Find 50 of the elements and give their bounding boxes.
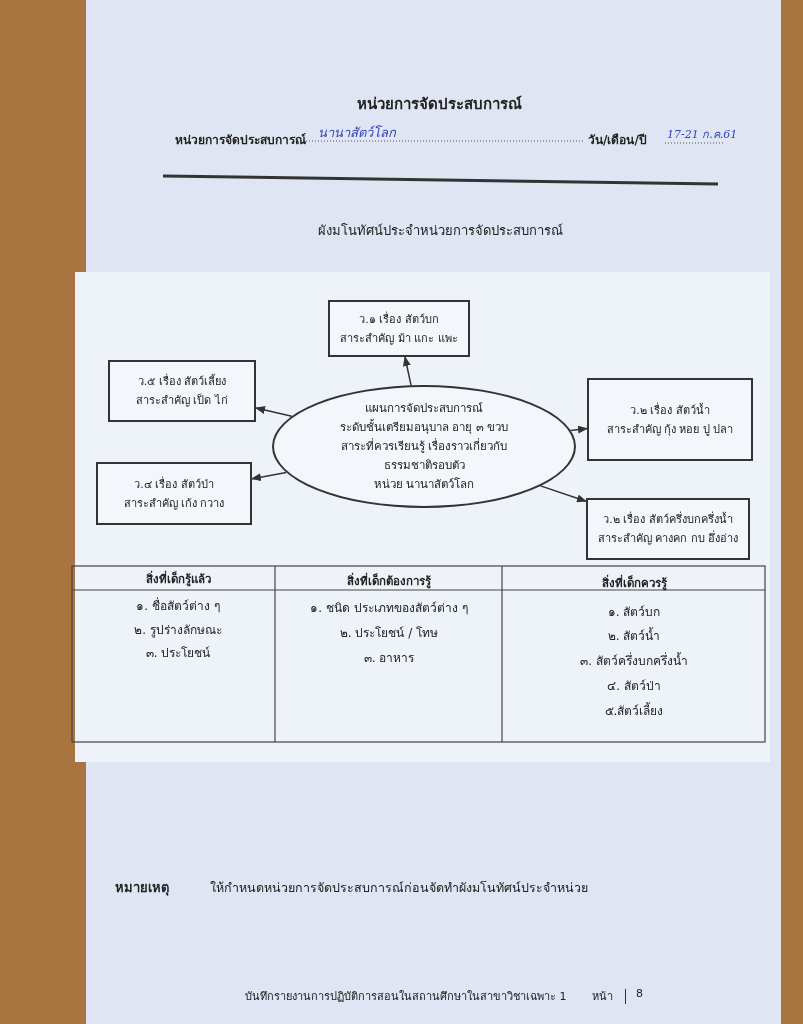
node-text: หน่วย นานาสัตว์โลก xyxy=(373,476,475,493)
table-cell-text: ๒. สัตว์น้ำ xyxy=(607,626,661,645)
node-text: ว.๔ เรื่อง สัตว์ป่า xyxy=(134,475,214,493)
node-text: สาระสำคัญ กุ้ง หอย ปู ปลา xyxy=(606,421,734,438)
arrow xyxy=(255,406,293,417)
node-text: ว.๕ เรื่อง สัตว์เลี้ยง xyxy=(137,372,227,390)
node-text: สาระสำคัญ ม้า แกะ แพะ xyxy=(340,330,458,347)
table-cell-text: ๕.สัตว์เลี้ยง xyxy=(604,701,664,720)
node-text: ว.๒ เรื่อง สัตว์น้ำ xyxy=(630,401,710,419)
form-label: หน่วยการจัดประสบการณ์ xyxy=(175,132,306,149)
table-header: สิ่งที่เด็กรู้แล้ว xyxy=(145,570,211,588)
topic-box xyxy=(328,300,470,357)
handwritten-entry: นานาสัตว์โลก xyxy=(318,124,396,142)
footer-text: หน้า xyxy=(592,989,613,1005)
node-text: ว.๒ เรื่อง สัตว์ครึ่งบกครึ่งน้ำ xyxy=(603,510,733,528)
table-header: สิ่งที่เด็กควรรู้ xyxy=(601,574,667,592)
topic-box xyxy=(96,462,252,525)
node-text: สาระสำคัญ เป็ด ไก่ xyxy=(136,392,228,409)
arrow xyxy=(539,485,587,503)
topic-box xyxy=(587,378,753,461)
table-cell-text: ๓. สัตว์ครึ่งบกครึ่งน้ำ xyxy=(580,651,688,670)
page-title: หน่วยการจัดประสบการณ์ xyxy=(355,94,523,115)
subtitle: ผังมโนทัศน์ประจำหน่วยการจัดประสบการณ์ xyxy=(317,222,563,240)
table-cell-text: ๔. สัตว์ป่า xyxy=(607,678,661,695)
arrow xyxy=(402,356,412,386)
table-cell-text: ๒. ประโยชน์ / โทษ xyxy=(339,625,439,642)
footer-text: บันทึกรายงานการปฏิบัติการสอนในสถานศึกษาในสาขาวิชาเฉพาะ 1 xyxy=(245,989,567,1005)
node-text: สาระที่ควรเรียนรู้ เรื่องราวเกี่ยวกับ xyxy=(340,437,508,455)
table-cell-text: ๓. ประโยชน์ xyxy=(145,645,211,662)
node-text: สาระสำคัญ คางคก กบ อึ่งอ่าง xyxy=(597,529,739,547)
note-heading: หมายเหตุ xyxy=(115,879,169,898)
node-text: ธรรมชาติรอบตัว xyxy=(383,457,465,474)
table-cell-text: ๑. ชื่อสัตว์ต่าง ๆ xyxy=(136,596,220,615)
node-text: แผนการจัดประสบการณ์ xyxy=(365,400,483,417)
note-text: ให้กำหนดหน่วยการจัดประสบการณ์ก่อนจัดทำผังมโนทัศน์ประจำหน่วย xyxy=(210,879,588,897)
form-label: วัน/เดือน/ปี xyxy=(588,132,647,149)
node-text: สาระสำคัญ เก้ง กวาง xyxy=(123,495,225,512)
node-text: ว.๑ เรื่อง สัตว์บก xyxy=(359,310,439,328)
node-text: ระดับชั้นเตรียมอนุบาล อายุ ๓ ขวบ xyxy=(339,418,509,436)
arrow xyxy=(569,425,588,434)
table-cell-text: ๓. อาหาร xyxy=(363,650,415,667)
table-header: สิ่งที่เด็กต้องการรู้ xyxy=(347,572,431,590)
topic-box xyxy=(108,360,256,422)
table-cell-text: ๑. ชนิด ประเภทของสัตว์ต่าง ๆ xyxy=(310,600,468,617)
page-number: 8 xyxy=(636,987,643,1000)
table-cell-text: ๒. รูปร่างลักษณะ xyxy=(134,622,222,639)
handwritten-entry: 17-21 ก.ค.61 xyxy=(667,127,738,143)
table-cell-text: ๑. สัตว์บก xyxy=(607,604,661,621)
arrow xyxy=(251,471,287,482)
topic-box xyxy=(586,498,750,560)
